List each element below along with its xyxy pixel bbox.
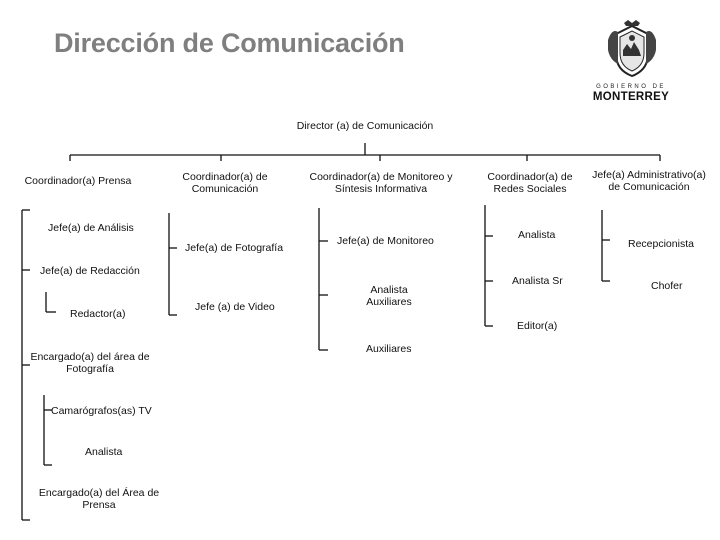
- jefe-redaccion: Jefe(a) de Redacción: [40, 265, 140, 277]
- camarografos-tv: Camarógrafos(as) TV: [51, 405, 152, 417]
- jefe-video: Jefe (a) de Video: [195, 301, 275, 313]
- auxiliares: Auxiliares: [366, 343, 412, 355]
- logo-government-text: GOBIERNO DE: [596, 84, 666, 90]
- analista-redes: Analista: [518, 229, 556, 241]
- analista-prensa: Analista: [85, 446, 123, 458]
- encargado-prensa: Encargado(a) del Área de Prensa: [38, 487, 160, 511]
- coordinator-redes: Coordinador(a) de Redes Sociales: [487, 171, 573, 195]
- analista-sr: Analista Sr: [512, 275, 563, 287]
- chofer: Chofer: [651, 280, 683, 292]
- editor: Editor(a): [517, 320, 558, 332]
- coordinator-prensa: Coordinador(a) Prensa: [24, 175, 132, 187]
- coat-of-arms-icon: [606, 20, 658, 80]
- redactor: Redactor(a): [70, 308, 126, 320]
- director-box: Director (a) de Comunicación: [296, 120, 434, 132]
- coordinator-monitoreo: Coordinador(a) de Monitoreo y Síntesis I…: [309, 171, 453, 195]
- encargado-fotografia: Encargado(a) del área de Fotografía: [30, 351, 150, 375]
- analista-auxiliares: Analista Auxiliares: [366, 284, 412, 308]
- logo-city-text: MONTERREY: [592, 91, 670, 103]
- jefe-administrativo: Jefe(a) Administrativo(a) de Comunicació…: [592, 169, 706, 193]
- jefe-fotografia: Jefe(a) de Fotografía: [185, 242, 284, 254]
- jefe-analisis: Jefe(a) de Análisis: [48, 222, 134, 234]
- recepcionista: Recepcionista: [628, 238, 694, 250]
- jefe-monitoreo: Jefe(a) de Monitoreo: [337, 235, 434, 247]
- coordinator-comunicacion: Coordinador(a) de Comunicación: [182, 171, 268, 195]
- page-title: Dirección de Comunicación: [54, 28, 405, 58]
